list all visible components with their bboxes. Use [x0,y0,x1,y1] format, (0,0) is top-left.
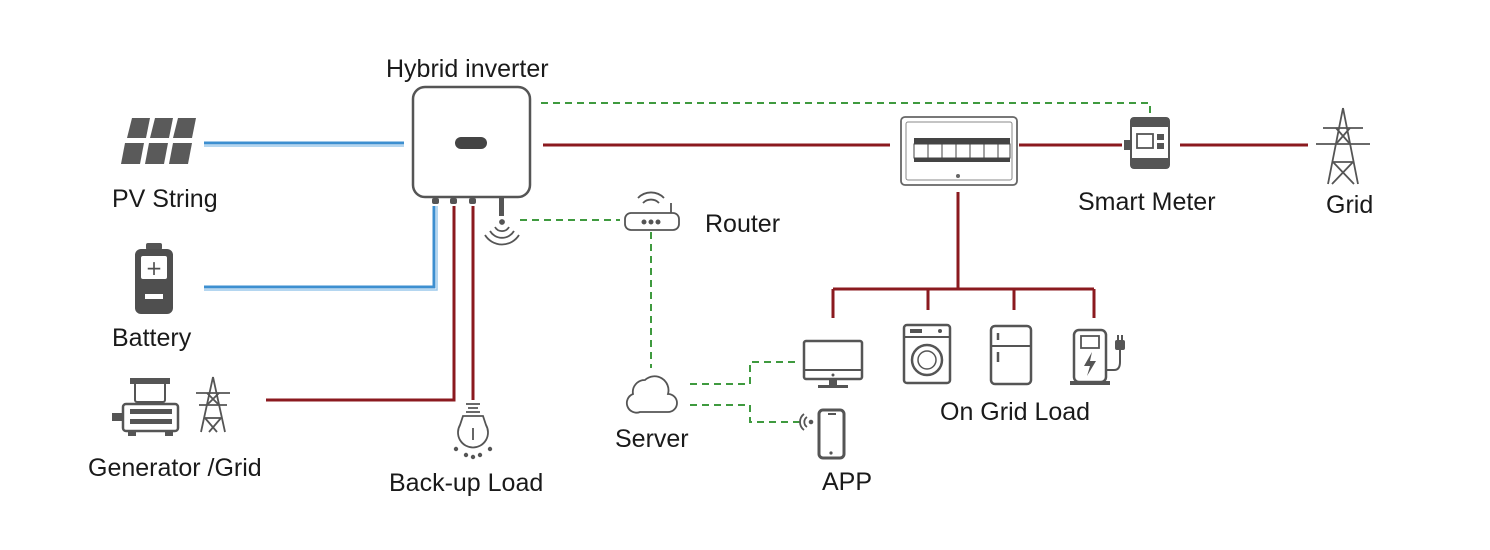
wireless-signal-icon [799,413,814,431]
battery-icon: + [135,243,173,314]
hybrid-inverter: Hybrid inverter [386,55,549,246]
pv-string-label: PV String [112,185,218,213]
router: Router [624,191,780,238]
server-label: Server [615,425,689,453]
grid-label: Grid [1326,191,1373,219]
router-icon [624,191,680,231]
svg-text:+: + [146,256,163,280]
on-grid-load-label: On Grid Load [940,398,1090,426]
hybrid-inverter-label: Hybrid inverter [386,55,549,83]
app-device: APP [799,408,872,496]
inverter-meter-comm-line [541,102,1151,118]
inverter-antenna [499,198,504,216]
battery-label: Battery [112,324,192,352]
battery-dc-wire-highlight [204,206,438,291]
on-grid-load: On Grid Load [902,323,1125,426]
generator-icon [112,378,180,436]
solar-panel-icon [121,118,196,164]
smart-meter-icon [1124,117,1170,169]
battery: + Battery [112,243,192,352]
server-app-comm-line [690,404,800,423]
smartphone-icon [817,408,846,460]
cloud-icon [626,375,678,414]
monitor-icon [802,339,864,388]
power-tower-icon [1316,107,1370,185]
distribution-box-icon [900,116,1018,186]
grid: Grid [1316,107,1373,219]
wires [204,102,1308,423]
pv-string: PV String [112,118,218,213]
distribution-box [900,116,1018,186]
refrigerator-icon [989,324,1033,386]
wifi-signal-icon [484,219,520,246]
generator-ac-wire [266,206,456,402]
server: Server [615,375,689,453]
inverter-port [450,198,457,204]
router-label: Router [705,210,780,238]
app-label: APP [822,468,872,496]
backup-load: Back-up Load [389,403,543,497]
generator-grid-label: Generator /Grid [88,454,262,482]
ev-charger-icon [1070,328,1125,385]
inverter-port [469,198,476,204]
server-monitor-comm-line [690,361,800,385]
battery-dc-wire [204,206,436,289]
monitor-device [802,339,864,388]
power-tower-icon [196,376,230,433]
inverter-display-icon [455,137,487,149]
washing-machine-icon [902,323,952,385]
inverter-port [432,198,439,204]
light-bulb-icon [453,403,493,460]
smart-meter-label: Smart Meter [1078,188,1216,216]
generator-grid: Generator /Grid [88,376,262,482]
backup-load-label: Back-up Load [389,469,543,497]
smart-meter: Smart Meter [1078,117,1216,216]
